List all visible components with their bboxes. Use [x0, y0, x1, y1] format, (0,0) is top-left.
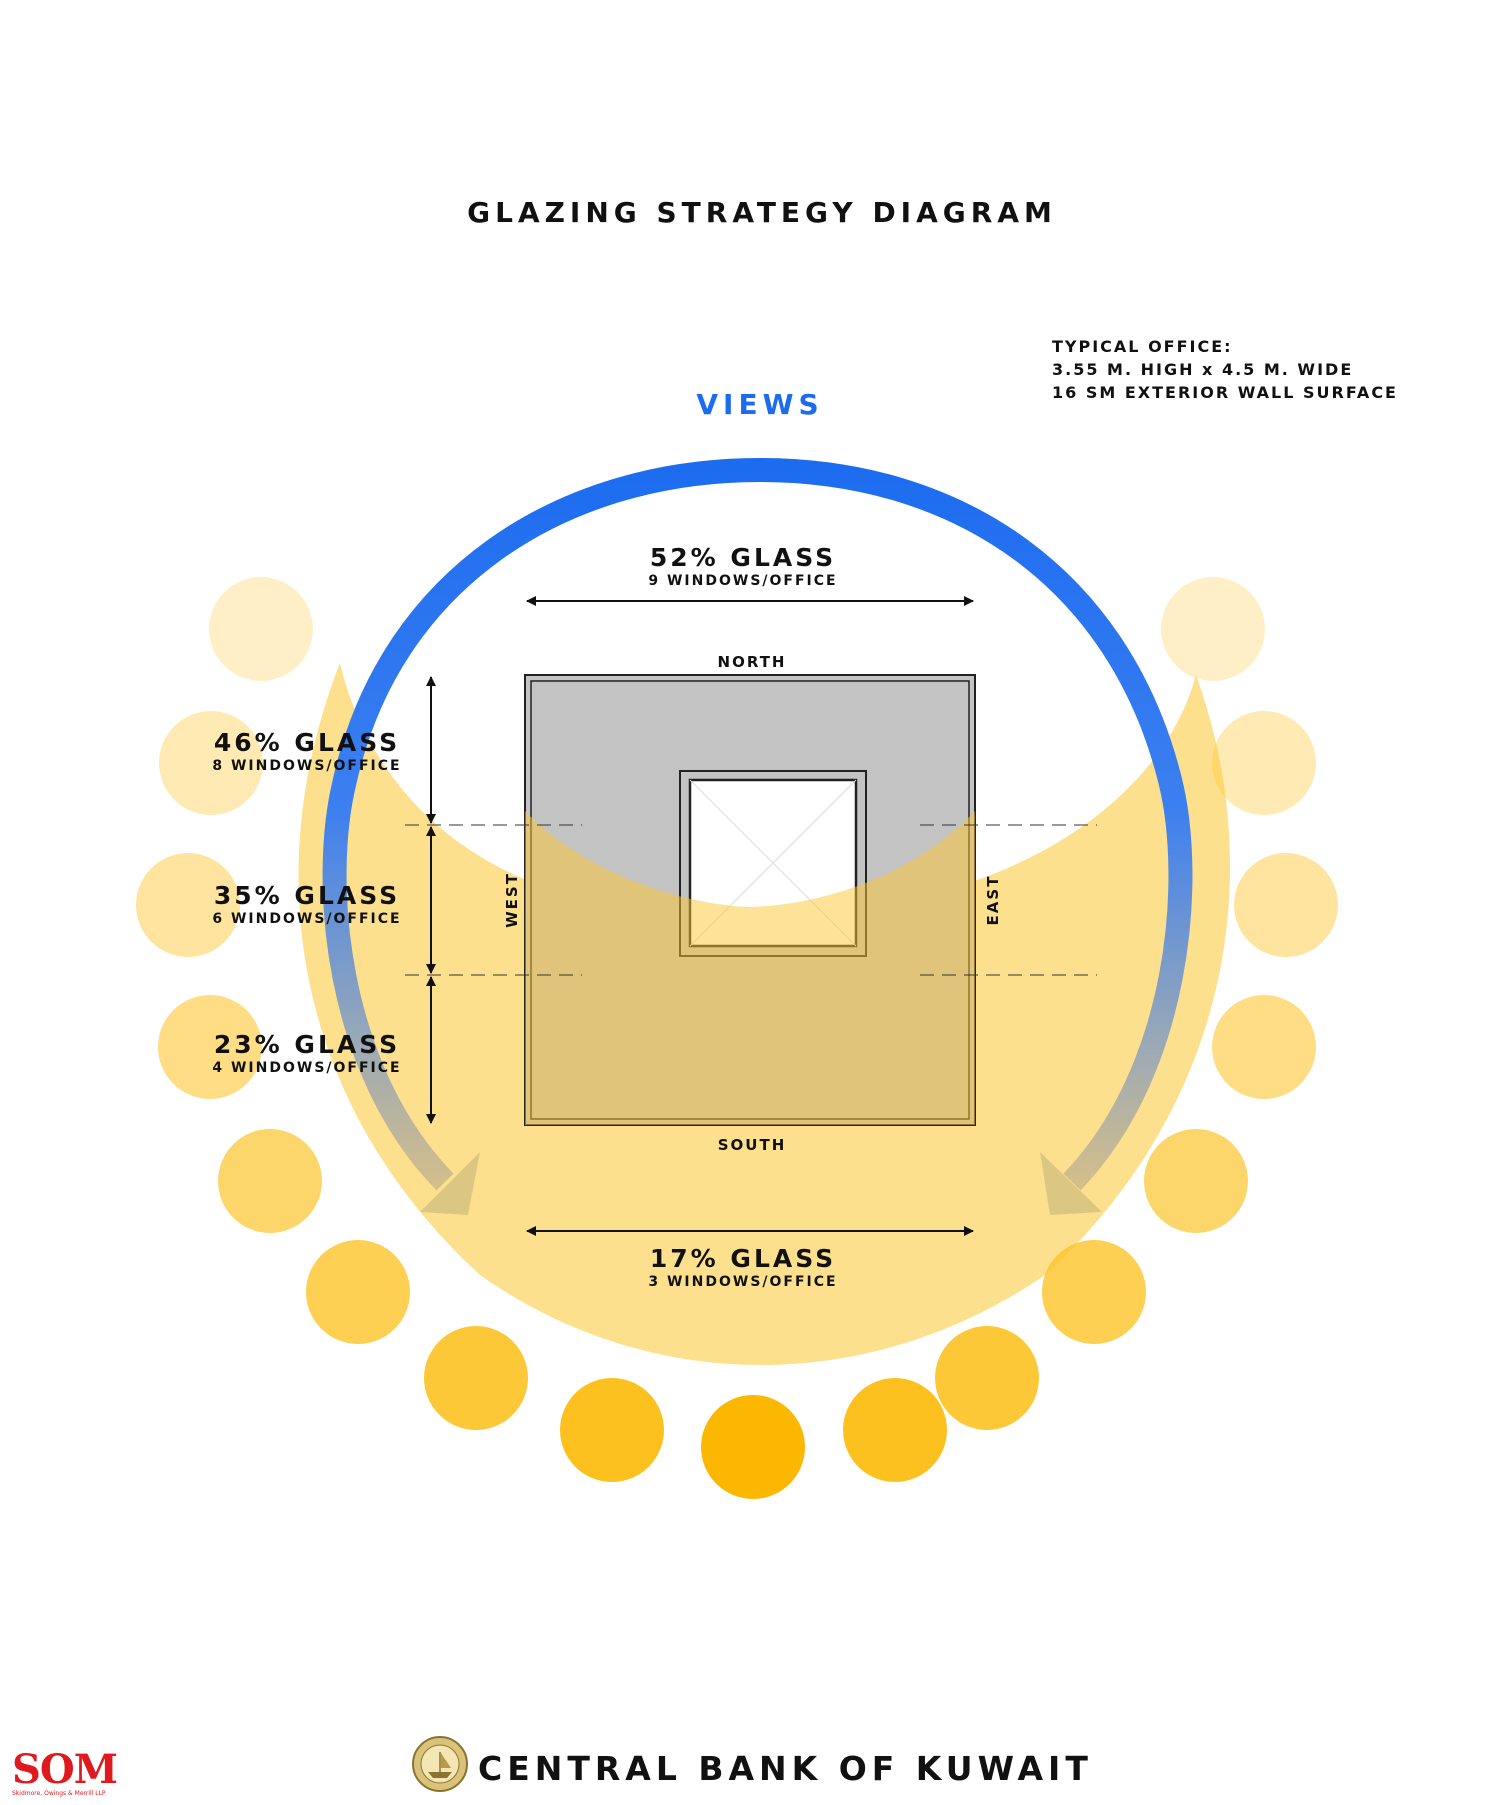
typical-office-dimensions: 3.55 M. HIGH x 4.5 M. WIDE: [1052, 360, 1353, 379]
som-firm-name: Skidmore, Owings & Merrill LLP: [12, 1790, 106, 1797]
sun-overlay-on-building: [525, 811, 975, 1125]
division-lines: [405, 824, 1097, 976]
sun-position-circle: [218, 1129, 322, 1233]
diagram-title: GLAZING STRATEGY DIAGRAM: [467, 196, 1057, 229]
side-upper-glass-percent: 46% GLASS: [214, 728, 400, 757]
sun-position-circle: [560, 1378, 664, 1482]
sun-position-circle: [1161, 577, 1265, 681]
orientation-west: WEST: [503, 872, 521, 928]
typical-office-note: TYPICAL OFFICE: 3.55 M. HIGH x 4.5 M. WI…: [1052, 337, 1398, 402]
sun-position-circle: [424, 1326, 528, 1430]
sun-position-circle: [1042, 1240, 1146, 1344]
sun-position-circle: [136, 853, 240, 957]
views-arrow-west-icon: [420, 1152, 480, 1215]
side-lower-glass-percent: 23% GLASS: [214, 1030, 400, 1059]
views-arc-path: [322, 457, 1193, 1191]
sun-position-circle: [209, 577, 313, 681]
orientation-east: EAST: [984, 875, 1002, 926]
sun-position-circle: [1234, 853, 1338, 957]
views-arc: [322, 457, 1193, 1215]
typical-office-wall-surface: 16 SM EXTERIOR WALL SURFACE: [1052, 383, 1398, 402]
sun-position-circle: [935, 1326, 1039, 1430]
sun-path-circles: [136, 577, 1338, 1499]
central-bank-name: CENTRAL BANK OF KUWAIT: [478, 1749, 1093, 1788]
south-glass-percent: 17% GLASS: [650, 1244, 836, 1273]
side-middle-windows-per-office: 6 WINDOWS/OFFICE: [212, 911, 401, 927]
side-upper-windows-per-office: 8 WINDOWS/OFFICE: [212, 758, 401, 774]
central-bank-seal-icon: [412, 1736, 468, 1792]
sun-position-circle: [1212, 711, 1316, 815]
sun-position-circle: [158, 995, 262, 1099]
sun-position-circle: [701, 1395, 805, 1499]
sun-position-circle: [306, 1240, 410, 1344]
north-windows-per-office: 9 WINDOWS/OFFICE: [648, 573, 837, 589]
som-logo: SOM Skidmore, Owings & Merrill LLP: [12, 1746, 118, 1797]
sun-position-circle: [159, 711, 263, 815]
south-windows-per-office: 3 WINDOWS/OFFICE: [648, 1274, 837, 1290]
sun-position-circle: [1144, 1129, 1248, 1233]
views-arrow-east-icon: [1040, 1152, 1102, 1215]
north-glass-percent: 52% GLASS: [650, 543, 836, 572]
orientation-south: SOUTH: [718, 1136, 787, 1154]
side-middle-glass-percent: 35% GLASS: [214, 881, 400, 910]
sun-position-circle: [1212, 995, 1316, 1099]
typical-office-heading: TYPICAL OFFICE:: [1052, 337, 1233, 356]
orientation-north: NORTH: [718, 653, 787, 671]
som-logo-mark: SOM: [12, 1746, 117, 1793]
sun-position-circle: [843, 1378, 947, 1482]
views-label: VIEWS: [696, 388, 823, 421]
side-lower-windows-per-office: 4 WINDOWS/OFFICE: [212, 1060, 401, 1076]
